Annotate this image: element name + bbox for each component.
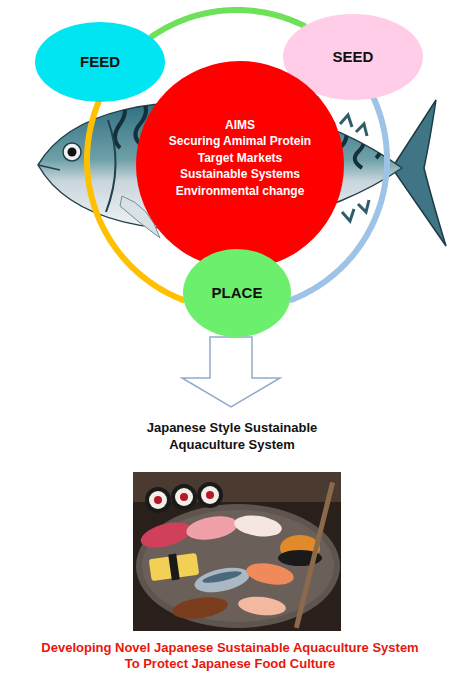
tuna-roll [145,487,171,513]
result-label: Japanese Style Sustainable Aquaculture S… [132,419,332,453]
tuna-roll-center [175,488,193,506]
tuna-roll [197,482,223,508]
fish-stripe [355,130,365,168]
node-heading: AIMS [225,117,255,134]
node-item: Sustainable Systems [180,166,300,183]
cycle-arc [151,10,306,37]
tuna-roll-fish [206,491,214,499]
fish-mouth [38,165,60,170]
node-shape [183,249,291,337]
fish-stripe [115,96,125,148]
mackerel-nigiri [192,563,251,596]
fish-gill [106,120,116,212]
salmon-nigiri [245,560,296,588]
node-heading: FEED [80,53,120,71]
mackerel-skin [202,569,243,585]
shrimp-nigiri [237,595,287,618]
tuna-roll [171,484,197,510]
tamago-band [168,554,180,581]
tamago [149,553,200,581]
fatty-tuna-nigiri [184,513,239,544]
node-text-group: AIMSSecuring Amimal ProteinTarget Market… [136,61,344,269]
down-arrow [182,337,280,407]
tuna-nigiri [138,518,194,553]
node-shape [136,61,344,269]
node-heading: PLACE [212,284,263,302]
node-item: Securing Amimal Protein [169,133,311,150]
node-item: Target Markets [198,150,282,167]
feed-ellipse: FEED [35,22,165,102]
block-arrow [182,337,280,407]
sushi-photo [133,472,341,631]
fish-tail [392,100,446,246]
whitefish-nigiri [233,513,283,539]
tuna-roll-fish [154,496,162,504]
fish-pupil [68,148,77,157]
node-text-group: PLACE [183,249,291,337]
node-shape [35,22,165,102]
node-heading: SEED [333,48,374,66]
photo-background [133,472,341,631]
place-ellipse: PLACE [183,249,291,337]
caption: Developing Novel Japanese Sustainable Aq… [36,640,424,672]
fish-eye [63,143,81,161]
fish-stripe [376,140,382,158]
node-item: Environmental change [176,183,305,200]
node-text-group: FEED [35,22,165,102]
tuna-roll-center [149,491,167,509]
tuna-roll-center [201,486,219,504]
eel-nigiri [171,594,229,622]
aims-circle: AIMSSecuring Amimal ProteinTarget Market… [136,61,344,269]
node-outline [136,61,344,269]
tuna-roll-fish [180,493,188,501]
chopsticks [294,482,335,629]
